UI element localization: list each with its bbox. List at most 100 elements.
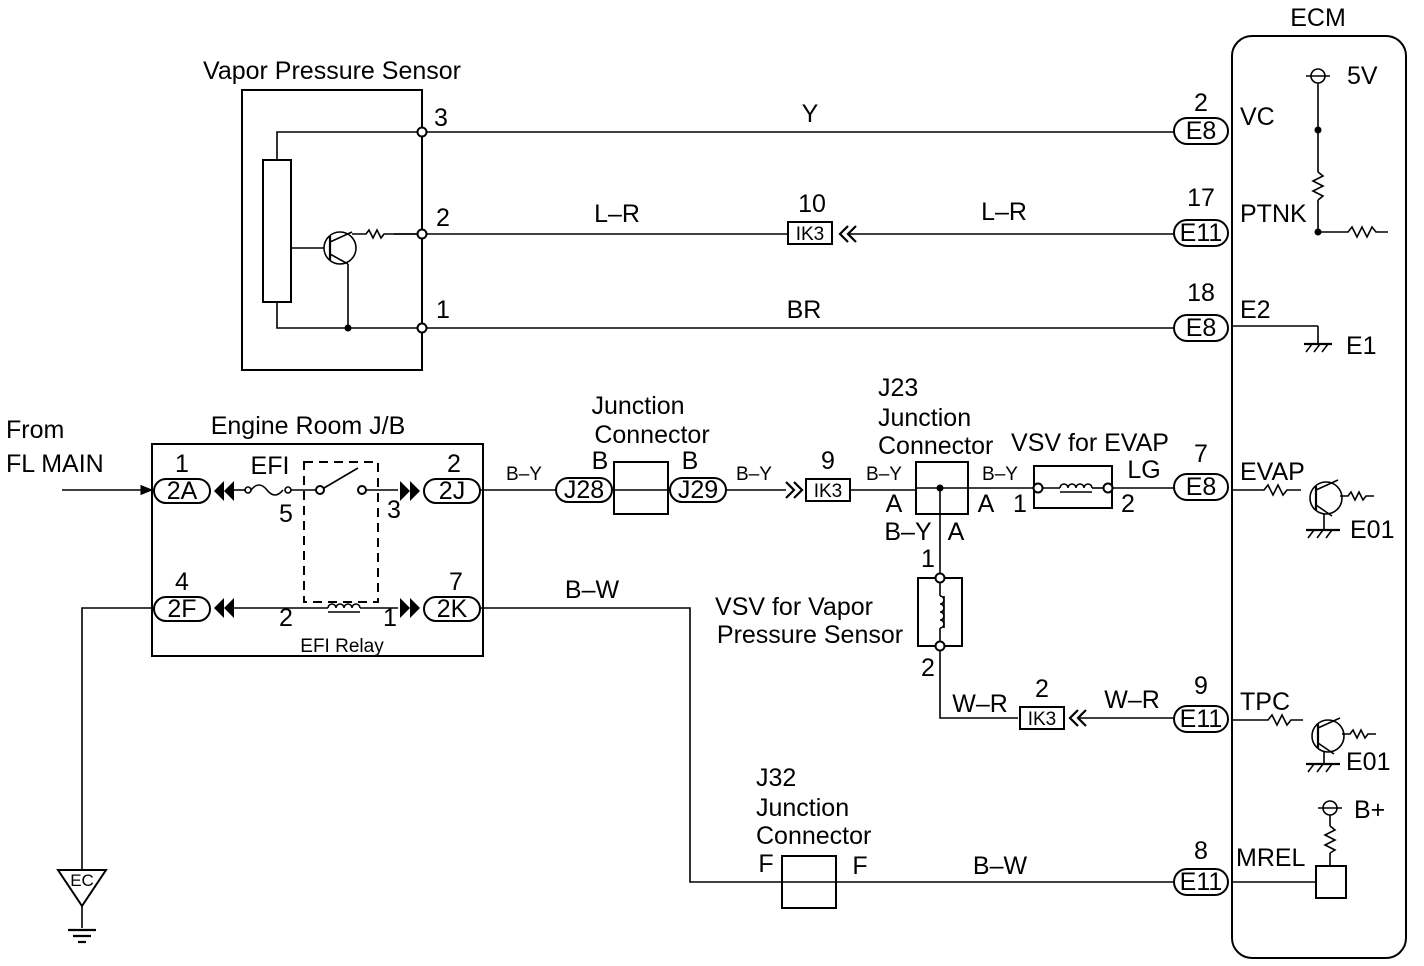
svg-text:Connector: Connector — [878, 432, 993, 460]
svg-text:2: 2 — [921, 654, 935, 682]
by-circuit: B–Y Junction Connector J28 B J29 B B–Y I… — [480, 374, 1174, 546]
pullup-resistor — [1311, 171, 1325, 201]
pin-mrel: 8 — [1194, 837, 1208, 865]
vps-pin-3: 3 — [434, 104, 448, 132]
vps-title: Vapor Pressure Sensor — [203, 57, 461, 85]
svg-text:Y: Y — [802, 100, 819, 128]
svg-text:E11: E11 — [1180, 705, 1223, 733]
svg-text:B: B — [592, 447, 609, 475]
svg-text:2K: 2K — [437, 595, 468, 623]
pin-evap: 7 — [1194, 440, 1208, 468]
connector-2a — [153, 478, 211, 504]
terminal-evap-label: EVAP — [1240, 458, 1305, 486]
terminal-e2-label: E2 — [1240, 296, 1271, 324]
vsv-evap-box — [1033, 465, 1113, 509]
svg-text:B–Y: B–Y — [506, 464, 542, 485]
ecm-connectors: E8 2 E11 17 E8 18 E8 7 E11 9 E11 8 — [1173, 89, 1229, 896]
svg-text:1: 1 — [1013, 490, 1027, 518]
efi-relay-outline — [303, 461, 379, 603]
svg-text:E8: E8 — [1186, 117, 1217, 145]
svg-text:E8: E8 — [1186, 314, 1217, 342]
evap-driver-transistor — [1309, 481, 1343, 515]
svg-text:9: 9 — [821, 447, 835, 475]
vps-pin-1: 1 — [436, 296, 450, 324]
svg-text:10: 10 — [798, 190, 826, 218]
pin-vc: 2 — [1194, 89, 1208, 117]
efi-relay-coil — [327, 603, 361, 609]
svg-text:3: 3 — [387, 496, 401, 524]
supply-bplus-label: B+ — [1354, 796, 1385, 824]
vsv-vps-coil — [939, 595, 945, 629]
svg-text:IK3: IK3 — [1028, 709, 1057, 730]
engine-room-jb: Engine Room J/B From FL MAIN 2A 1 EFI 5 … — [6, 412, 484, 657]
svg-text:EC: EC — [70, 871, 94, 890]
svg-text:A: A — [886, 490, 903, 518]
svg-text:E11: E11 — [1180, 219, 1223, 247]
terminal-e01-label-2: E01 — [1346, 748, 1390, 776]
svg-text:B–W: B–W — [565, 576, 620, 604]
from-label-1: From — [6, 416, 64, 444]
svg-text:Junction: Junction — [756, 794, 849, 822]
supply-5v-label: 5V — [1347, 62, 1378, 90]
pin-tpc: 9 — [1194, 672, 1208, 700]
svg-text:Junction: Junction — [878, 404, 971, 432]
svg-text:1: 1 — [921, 545, 935, 573]
connector-ik3-10 — [787, 221, 833, 245]
svg-text:B–Y: B–Y — [866, 464, 902, 485]
svg-text:B: B — [682, 447, 699, 475]
bw-circuit: B–W J32 Junction Connector F F B–W — [480, 576, 1174, 909]
ground-ec: EC — [56, 607, 154, 944]
svg-text:B–Y: B–Y — [982, 464, 1018, 485]
svg-text:J29: J29 — [678, 476, 718, 504]
junction-connector-label-1: Junction — [591, 392, 684, 420]
terminal-e1-label: E1 — [1346, 332, 1377, 360]
svg-text:F: F — [758, 850, 773, 878]
svg-text:2J: 2J — [439, 477, 465, 505]
svg-text:LG: LG — [1127, 456, 1160, 484]
svg-text:2: 2 — [279, 604, 293, 632]
ecm-unit: ECM 5V E1 E01 — [1231, 4, 1407, 959]
connector-ik3-2 — [1019, 706, 1065, 730]
j32-label: J32 — [756, 764, 796, 792]
connector-2f — [153, 596, 211, 622]
vps-pin-2: 2 — [436, 204, 450, 232]
vsv-vps-label-1: VSV for Vapor — [715, 593, 873, 621]
ecm-label: ECM — [1290, 4, 1346, 32]
vapor-pressure-sensor: Vapor Pressure Sensor 3 2 1 — [203, 57, 461, 371]
efi-fuse — [250, 484, 284, 496]
svg-text:B–Y: B–Y — [884, 518, 932, 546]
svg-text:2: 2 — [447, 450, 461, 478]
connector-e8-evap — [1173, 473, 1229, 501]
svg-text:2: 2 — [1121, 490, 1135, 518]
ground-ec-symbol — [56, 869, 108, 908]
svg-text:E11: E11 — [1180, 868, 1223, 896]
relay-contact — [323, 467, 359, 489]
svg-text:F: F — [852, 852, 867, 880]
svg-text:E8: E8 — [1186, 473, 1217, 501]
efi-relay-label: EFI Relay — [300, 636, 384, 657]
svg-text:B–Y: B–Y — [736, 464, 772, 485]
svg-text:B–W: B–W — [973, 852, 1028, 880]
svg-text:L–R: L–R — [594, 200, 640, 228]
vsv-evap-label: VSV for EVAP — [1011, 429, 1169, 457]
svg-text:1: 1 — [175, 450, 189, 478]
ecm-box — [1231, 35, 1407, 959]
svg-text:4: 4 — [175, 568, 189, 596]
connector-e8-vc — [1173, 117, 1229, 145]
j23-label: J23 — [878, 374, 918, 402]
svg-text:W–R: W–R — [1104, 686, 1160, 714]
tpc-driver-transistor — [1311, 719, 1345, 753]
svg-text:IK3: IK3 — [814, 481, 843, 502]
svg-text:5: 5 — [279, 500, 293, 528]
vps-sensing-element — [262, 159, 292, 303]
svg-text:L–R: L–R — [981, 198, 1027, 226]
pin-e2: 18 — [1187, 279, 1215, 307]
svg-text:Connector: Connector — [756, 822, 871, 850]
terminal-e01-label-1: E01 — [1350, 516, 1394, 544]
terminal-ptnk-label: PTNK — [1240, 200, 1307, 228]
svg-text:2F: 2F — [167, 595, 196, 623]
svg-text:A: A — [978, 490, 995, 518]
terminal-tpc-label: TPC — [1240, 688, 1290, 716]
